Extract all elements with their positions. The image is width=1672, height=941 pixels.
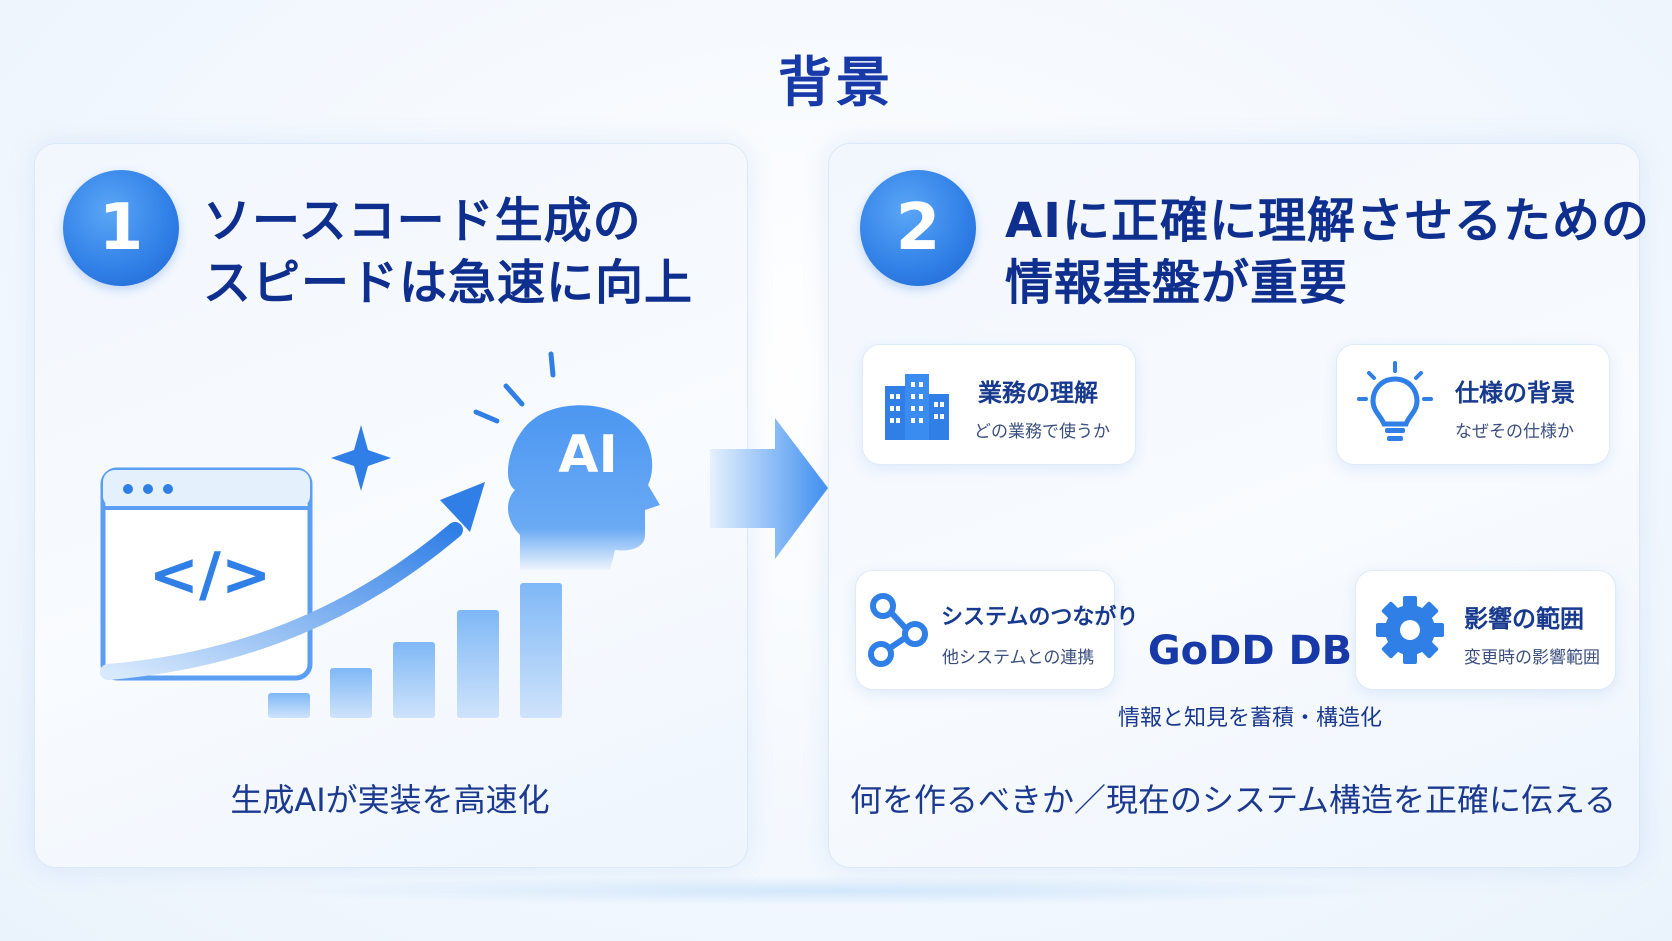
network-icon	[868, 593, 928, 667]
database-name: GoDD DB	[1147, 628, 1353, 674]
page-title: 背景	[778, 51, 894, 114]
database-subtitle: 情報と知見を蓄積・構造化	[1117, 706, 1382, 731]
ai-label: AI	[558, 425, 618, 485]
code-icon: </>	[148, 540, 272, 610]
card-subtitle: なぜその仕様か	[1455, 422, 1574, 442]
bottom-glow	[260, 876, 1410, 906]
card-impact-scope: 影響の範囲 変更時の影響範囲	[1355, 570, 1616, 690]
card-subtitle: 他システムとの連携	[942, 648, 1095, 668]
step-number-1: 1	[63, 170, 179, 286]
card-system-connections: システムのつながり 他システムとの連携	[855, 570, 1138, 690]
code-window-icon	[100, 467, 313, 681]
panel1-caption: 生成AIが実装を高速化	[230, 781, 550, 819]
step-number-2: 2	[860, 170, 976, 286]
card-business-understanding: 業務の理解 どの業務で使うか	[862, 344, 1136, 465]
card-title: 仕様の背景	[1455, 379, 1575, 407]
card-title: システムのつながり	[941, 605, 1139, 630]
card-subtitle: どの業務で使うか	[974, 422, 1110, 442]
card-spec-background: 仕様の背景 なぜその仕様か	[1336, 344, 1610, 465]
card-title: 業務の理解	[978, 379, 1098, 407]
transition-arrow	[710, 418, 828, 559]
growth-bars	[268, 583, 562, 718]
panel2-caption: 何を作るべきか／現在のシステム構造を正確に伝える	[849, 781, 1617, 819]
building-icon	[885, 374, 949, 440]
gear-icon	[1376, 596, 1444, 664]
card-title: 影響の範囲	[1464, 605, 1584, 633]
panel2-heading: AIに正確に理解させるための 情報基盤が重要	[1005, 193, 1651, 311]
lightbulb-icon	[1357, 361, 1433, 441]
card-subtitle: 変更時の影響範囲	[1464, 648, 1600, 668]
panel1-heading: ソースコード生成の スピードは急速に向上	[203, 193, 694, 311]
